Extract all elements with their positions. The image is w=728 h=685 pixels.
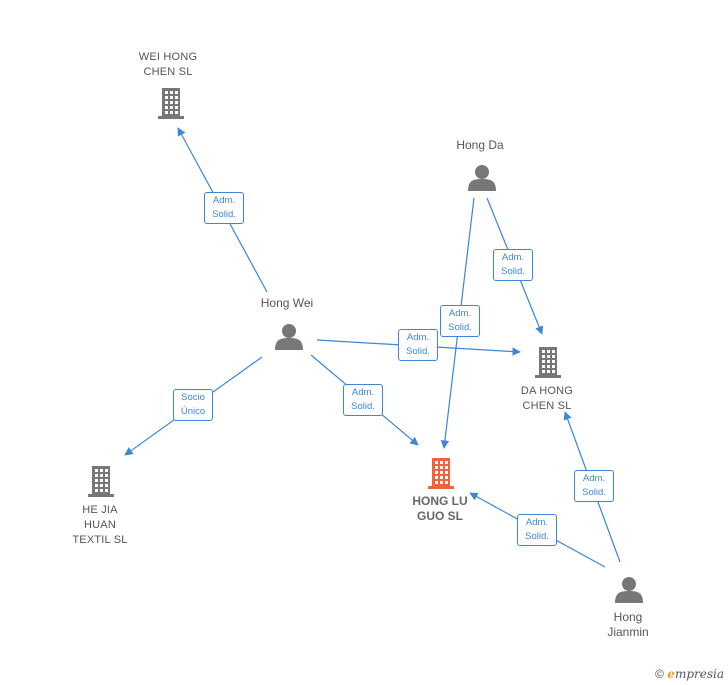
edge-label-hong_wei-to-wei_hong_chen: Adm. Solid. bbox=[204, 192, 244, 224]
node-label-he_jia_huan: HE JIA HUAN TEXTIL SL bbox=[72, 504, 128, 546]
edge-label-hong_da-to-hong_lu_guo: Adm. Solid. bbox=[440, 305, 480, 337]
node-label-hong_jianmin: Hong Jianmin bbox=[607, 610, 649, 639]
node-label-hong_da: Hong Da bbox=[456, 138, 504, 152]
person-icon-hong_da[interactable] bbox=[468, 165, 496, 191]
building-icon-he_jia_huan[interactable] bbox=[88, 466, 114, 497]
node-label-hong_lu_guo: HONG LU GUO SL bbox=[412, 494, 468, 523]
footer-brand: © empresia bbox=[655, 667, 724, 681]
node-label-hong_wei: Hong Wei bbox=[260, 296, 314, 310]
building-icon-da_hong_chen[interactable] bbox=[535, 347, 561, 378]
edge-label-hong_jianmin-to-da_hong_chen: Adm. Solid. bbox=[574, 470, 614, 502]
copyright-symbol: © bbox=[655, 667, 664, 681]
edge-label-hong_jianmin-to-hong_lu_guo: Adm. Solid. bbox=[517, 514, 557, 546]
edge-label-hong_wei-to-da_hong_chen: Adm. Solid. bbox=[398, 329, 438, 361]
node-label-da_hong_chen: DA HONG CHEN SL bbox=[520, 385, 574, 412]
person-icon-hong_jianmin[interactable] bbox=[615, 577, 643, 603]
edge-label-hong_da-to-da_hong_chen: Adm. Solid. bbox=[493, 249, 533, 281]
person-icon-hong_wei[interactable] bbox=[275, 324, 303, 350]
edge-label-hong_wei-to-hong_lu_guo: Adm. Solid. bbox=[343, 384, 383, 416]
building-icon-hong_lu_guo[interactable] bbox=[428, 458, 454, 489]
node-label-wei_hong_chen: WEI HONG CHEN SL bbox=[138, 51, 198, 78]
building-icon-wei_hong_chen[interactable] bbox=[158, 88, 184, 119]
edge-label-hong_wei-to-he_jia_huan: Socio Único bbox=[173, 389, 213, 421]
empresia-logo: empresia bbox=[667, 667, 724, 681]
